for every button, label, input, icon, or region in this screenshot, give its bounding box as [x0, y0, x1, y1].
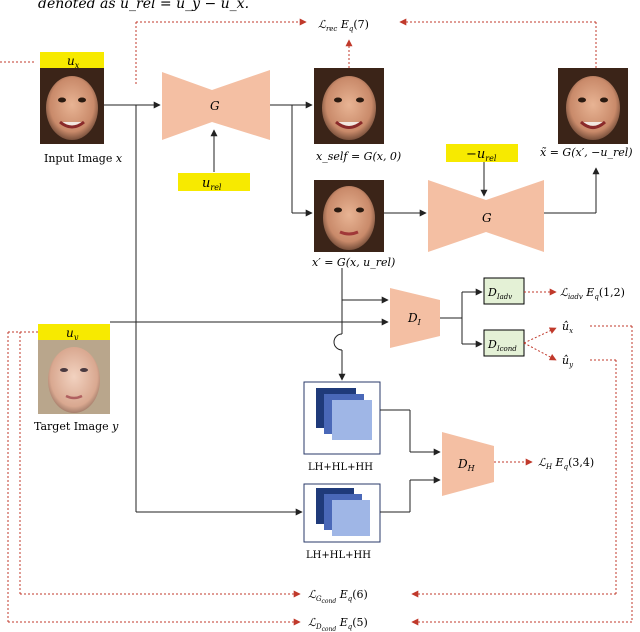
urel-tag [178, 173, 250, 191]
crossing-bridge [333, 333, 343, 351]
xprime-face-image [314, 180, 384, 252]
dh-label: DH [457, 457, 476, 473]
input-face-image [40, 68, 104, 144]
loss-rec-label: ℒrec Eq(7) [318, 18, 369, 33]
iadv-label: DIadv [487, 286, 512, 301]
discriminator-iadv [483, 277, 525, 305]
wavelet-box-2 [303, 483, 381, 543]
uy-tag-text: uy [66, 326, 79, 342]
xprime-caption: x′ = G(x, u_rel) [312, 256, 395, 269]
uy-tag [38, 324, 110, 340]
header-text: denoted as u_rel = u_y − u_x. [38, 0, 249, 12]
ux-hat-label: ûx [562, 320, 573, 335]
wavelet-label-1: LH+HL+HH [308, 462, 373, 473]
loss-h-label: ℒH Eq(3,4) [538, 456, 594, 471]
loss-gcond-label: ℒGcond Eq(6) [308, 588, 368, 605]
wavelet-label-2: LH+HL+HH [306, 550, 371, 561]
icond-to-ux-arrow [523, 327, 557, 344]
loss-iadv-label: ℒiadv Eq(1,2) [560, 286, 625, 301]
xself-caption: x_self = G(x, 0) [316, 150, 401, 163]
target-image-caption: Target Image y [34, 420, 119, 433]
xself-face-image [314, 68, 384, 144]
neg-urel-tag-text: −urel [466, 147, 497, 163]
uy-hat-label: ûy [562, 354, 574, 369]
di-label: DI [407, 311, 422, 327]
discriminator-di [390, 288, 440, 348]
wavelet-box-1 [303, 381, 381, 455]
icond-label: DIcond [487, 338, 517, 353]
generator-g1 [162, 70, 270, 140]
generator-g2-label: G [482, 211, 492, 225]
target-face-image [38, 340, 110, 414]
generator-g1-label: G [210, 99, 220, 113]
discriminator-icond [483, 329, 525, 357]
ux-tag-text: ux [67, 54, 80, 70]
discriminator-dh [442, 432, 494, 496]
loss-dcond-label: ℒDcond Eq(5) [308, 616, 368, 632]
recon-caption: x̃ = G(x′, −u_rel) [540, 146, 633, 159]
generator-g2 [428, 180, 544, 252]
neg-urel-tag [446, 144, 518, 162]
input-image-caption: Input Image x [44, 152, 123, 165]
ux-tag [40, 52, 104, 68]
recon-face-image [558, 68, 628, 144]
icond-to-uy-arrow [523, 342, 557, 361]
urel-tag-text: urel [202, 176, 222, 192]
